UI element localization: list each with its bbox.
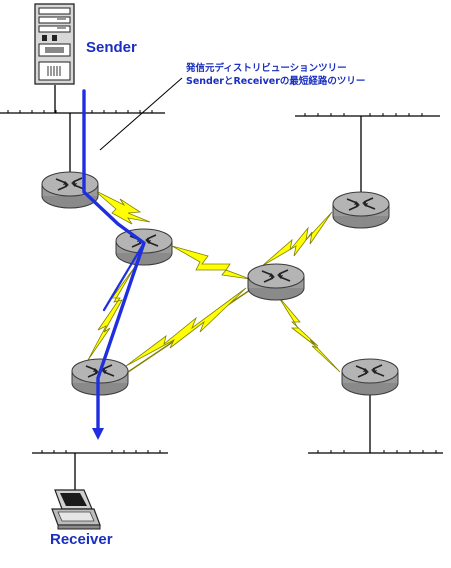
laptop-icon[interactable] [51, 489, 101, 530]
router-r5-icon[interactable] [341, 358, 399, 396]
annotation-pointer [99, 77, 183, 151]
sender-label: Sender [86, 39, 137, 56]
lan-segment-top-right [295, 113, 440, 117]
router-r1-icon[interactable] [41, 171, 99, 209]
lan-segments [0, 110, 443, 454]
server-tower-icon[interactable] [34, 3, 75, 85]
wan-link-r1-r2-icon [93, 189, 151, 225]
wan-link-r6-r3-icon [125, 287, 247, 367]
wan-link-r2-r6-icon [87, 267, 135, 361]
distribution-tree-path [82, 89, 146, 436]
wan-link-r3-r4-icon [261, 211, 333, 267]
receiver-label: Receiver [50, 531, 113, 548]
wan-links [87, 189, 341, 373]
router-r4-icon[interactable] [332, 191, 390, 229]
lan-segment-bottom-left [32, 450, 168, 454]
wan-link-r2-r3-icon [171, 245, 251, 280]
router-r3-icon[interactable] [247, 263, 305, 301]
annotation-line1: 発信元ディストリビューションツリー [186, 63, 347, 74]
annotation-line2: SenderとReceiverの最短経路のツリー [186, 76, 366, 87]
lan-segment-bottom-right [308, 450, 443, 454]
tree-arrowhead-icon [92, 428, 104, 440]
drop-lines [54, 85, 371, 490]
wan-link-r3-r5-icon [277, 295, 341, 373]
